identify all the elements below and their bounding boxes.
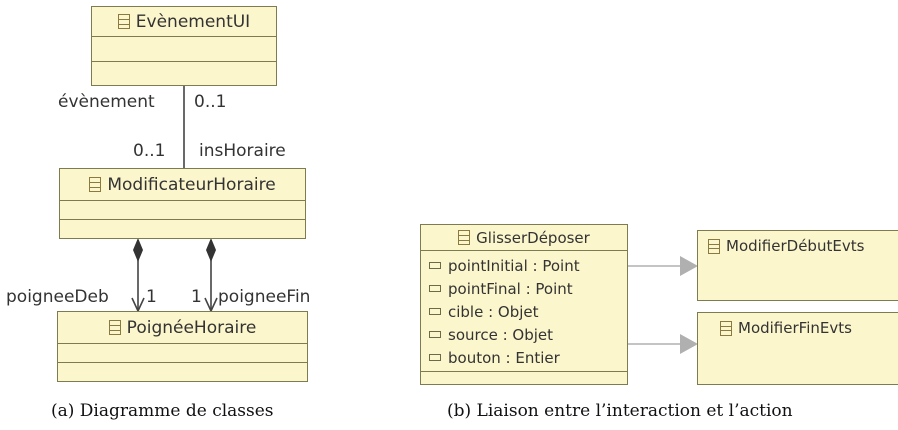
- class-poignee-horaire-operations: [58, 363, 307, 380]
- class-icon: [108, 320, 121, 335]
- class-modificateur-horaire: ModificateurHoraire: [59, 168, 306, 239]
- ins-role-label: insHoraire: [199, 141, 286, 161]
- attribute-row: bouton : Entier: [421, 346, 627, 369]
- evenement-multiplicity-label: 0..1: [194, 92, 227, 112]
- class-modifier-debut-evts-header: ModifierDébutEvts: [698, 231, 898, 255]
- caption-b: (b) Liaison entre l’interaction et l’act…: [447, 401, 793, 421]
- attribute-label: pointInitial : Point: [448, 256, 580, 275]
- composition-fin-diamond: [206, 238, 216, 262]
- link-debut-arrowhead: [680, 256, 698, 276]
- class-glisser-deposer: GlisserDéposer pointInitial : Point poin…: [420, 224, 628, 385]
- attribute-icon: [429, 354, 441, 361]
- class-evenement-ui: EvènementUI: [91, 6, 277, 86]
- class-glisser-deposer-name: GlisserDéposer: [476, 228, 590, 247]
- class-icon: [708, 238, 720, 254]
- attribute-label: cible : Objet: [448, 302, 539, 321]
- class-modificateur-horaire-name: ModificateurHoraire: [107, 174, 276, 195]
- class-poignee-horaire-attributes: [58, 344, 307, 363]
- evenement-role-label: évènement: [58, 92, 155, 112]
- class-glisser-deposer-header: GlisserDéposer: [421, 225, 627, 251]
- composition-deb-diamond: [133, 238, 143, 262]
- caption-a: (a) Diagramme de classes: [51, 401, 274, 421]
- attribute-icon: [429, 308, 441, 315]
- class-poignee-horaire: PoignéeHoraire: [57, 311, 308, 382]
- class-modifier-fin-evts-header: ModifierFinEvts: [698, 313, 898, 337]
- class-icon: [720, 320, 732, 336]
- class-glisser-deposer-attributes: pointInitial : Point pointFinal : Point …: [421, 251, 627, 372]
- class-evenement-ui-operations: [92, 62, 276, 85]
- class-modificateur-horaire-attributes: [60, 201, 305, 220]
- class-evenement-ui-name: EvènementUI: [135, 11, 251, 32]
- class-poignee-horaire-name: PoignéeHoraire: [126, 317, 257, 338]
- attribute-label: pointFinal : Point: [448, 279, 573, 298]
- class-modificateur-horaire-header: ModificateurHoraire: [60, 169, 305, 201]
- class-evenement-ui-header: EvènementUI: [92, 7, 276, 37]
- class-evenement-ui-attributes: [92, 37, 276, 62]
- class-modificateur-horaire-operations: [60, 220, 305, 237]
- attribute-label: source : Objet: [448, 325, 554, 344]
- attribute-row: pointInitial : Point: [421, 254, 627, 277]
- attribute-label: bouton : Entier: [448, 348, 560, 367]
- attribute-row: source : Objet: [421, 323, 627, 346]
- deb-role-label: poigneeDeb: [6, 287, 109, 307]
- class-modifier-fin-evts-name: ModifierFinEvts: [738, 319, 852, 337]
- deb-multiplicity-label: 1: [146, 287, 157, 307]
- class-icon: [458, 230, 471, 245]
- class-icon: [117, 14, 130, 29]
- class-modifier-debut-evts-name: ModifierDébutEvts: [726, 237, 865, 255]
- class-modifier-fin-evts: ModifierFinEvts: [697, 312, 898, 385]
- attribute-row: cible : Objet: [421, 300, 627, 323]
- fin-multiplicity-label: 1: [191, 287, 202, 307]
- link-fin-arrowhead: [680, 334, 698, 354]
- class-icon: [89, 177, 102, 192]
- class-modifier-debut-evts: ModifierDébutEvts: [697, 230, 898, 301]
- ins-multiplicity-label: 0..1: [133, 141, 166, 161]
- attribute-row: pointFinal : Point: [421, 277, 627, 300]
- class-poignee-horaire-header: PoignéeHoraire: [58, 312, 307, 344]
- attribute-icon: [429, 285, 441, 292]
- fin-role-label: poigneeFin: [218, 287, 311, 307]
- attribute-icon: [429, 331, 441, 338]
- attribute-icon: [429, 262, 441, 269]
